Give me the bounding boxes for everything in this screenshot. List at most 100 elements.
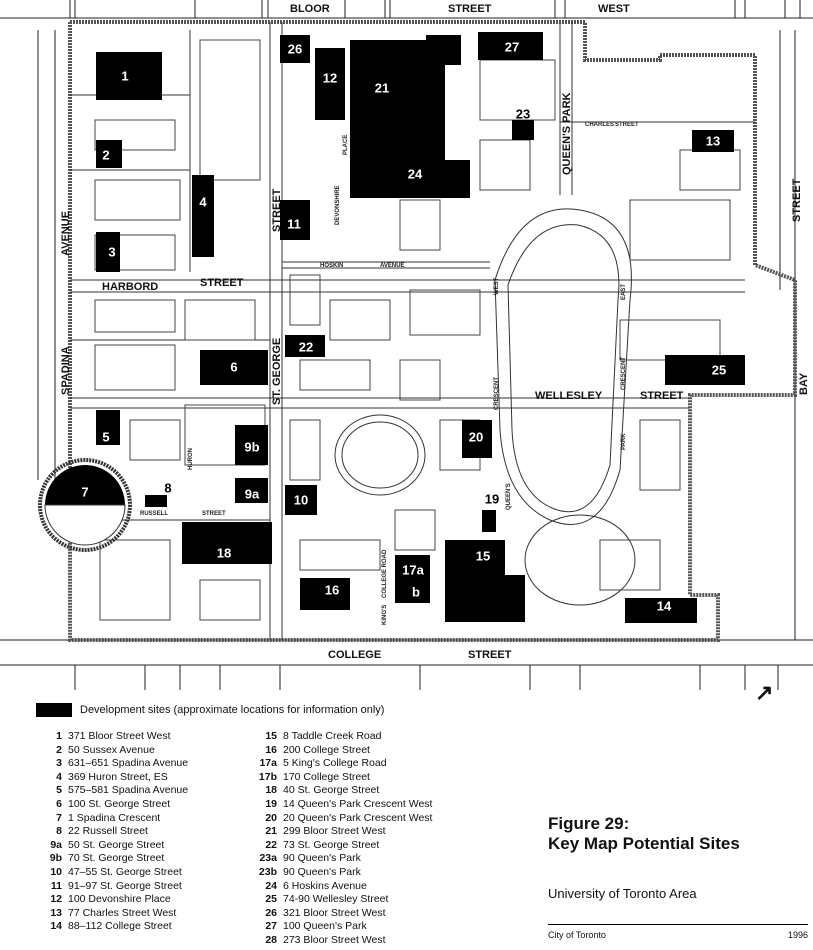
- site-label: 14: [657, 599, 672, 614]
- hoskin-label: HOSKIN: [320, 263, 343, 269]
- site-20-block: [462, 420, 492, 458]
- legend-heading: Development sites (approximate locations…: [80, 704, 385, 716]
- spadina-crescent: [38, 458, 132, 552]
- site-label: 23: [516, 107, 530, 122]
- legend-num: 14: [50, 920, 62, 933]
- legend-text: 90 Queen's Park: [283, 852, 361, 865]
- park-label: PARK: [621, 433, 627, 450]
- legend-item: 3 631–651 Spadina Avenue: [36, 757, 246, 771]
- legend-text: 40 St. George Street: [283, 784, 380, 797]
- figure-title-line-1: Figure 29:: [548, 814, 630, 833]
- site-10-block: [285, 485, 317, 515]
- site-label: 1: [121, 69, 128, 84]
- site-label: 15: [476, 549, 490, 564]
- site-label: 6: [230, 360, 237, 375]
- bay-street-label: STREET: [791, 178, 803, 222]
- legend-num: 25: [265, 893, 277, 906]
- legend-item: 23a 90 Queen's Park: [251, 852, 481, 866]
- site-27-block: [478, 32, 543, 60]
- charles-street-label: STREET: [615, 122, 639, 128]
- site-9a-block: [235, 478, 268, 503]
- crescent-west-label: CRESCENT: [494, 377, 500, 410]
- legend-text: 70 St. George Street: [68, 852, 165, 865]
- legend-item: 25 74-90 Wellesley Street: [251, 893, 481, 907]
- site-14-block: [625, 598, 697, 623]
- legend-num: 23a: [259, 852, 277, 865]
- legend-text: 73 St. George Street: [283, 838, 380, 851]
- legend-item: 8 22 Russell Street: [36, 825, 246, 839]
- legend-text: 631–651 Spadina Avenue: [68, 757, 189, 770]
- site-label: 4: [199, 195, 207, 210]
- st-george-street-label: STREET: [271, 188, 283, 232]
- site-label: 16: [325, 583, 339, 598]
- legend-text: 100 St. George Street: [68, 797, 171, 810]
- site-6-block: [200, 350, 268, 385]
- legend-num: 3: [56, 757, 62, 770]
- legend-num: 4: [56, 770, 62, 783]
- legend-text: 170 College Street: [283, 770, 370, 783]
- legend-num: 10: [50, 865, 62, 878]
- site-label: 2: [102, 148, 109, 163]
- legend-text: 273 Bloor Street West: [283, 933, 386, 946]
- legend-text: 77 Charles Street West: [68, 906, 177, 919]
- legend-text: 20 Queen's Park Crescent West: [283, 811, 433, 824]
- legend-num: 19: [265, 797, 277, 810]
- east-label: EAST: [621, 284, 627, 300]
- site-12-block: [315, 48, 345, 120]
- site-2-block: [96, 140, 122, 168]
- site-18-block: [182, 522, 272, 564]
- site-25-block: [665, 355, 745, 385]
- key-map: 1 2 3 4 5 6 7 8 9a 9b 10 11 12 13 14 15 …: [0, 0, 813, 690]
- footer-source: City of Toronto: [548, 930, 606, 940]
- north-arrow-icon: ↗: [755, 680, 774, 705]
- legend-text: 50 St. George Street: [68, 838, 165, 851]
- figure-caption: Figure 29: Key Map Potential Sites Unive…: [548, 814, 788, 901]
- site-label: 11: [287, 217, 301, 232]
- bay-label: BAY: [798, 372, 810, 395]
- site-label: 20: [469, 430, 483, 445]
- legend-num: 13: [50, 906, 62, 919]
- bloor-west-label: WEST: [598, 3, 630, 15]
- legend-text: 74-90 Wellesley Street: [283, 893, 389, 906]
- legend-num: 17b: [258, 770, 277, 783]
- legend-text: 100 Devonshire Place: [68, 893, 171, 906]
- devonshire-label: DEVONSHIRE: [335, 185, 341, 225]
- legend-text: 371 Bloor Street West: [68, 730, 171, 742]
- legend-text: 299 Bloor Street West: [283, 825, 386, 838]
- legend-num: 17a: [259, 757, 277, 770]
- site-3-block: [96, 232, 120, 272]
- legend-num: 8: [56, 825, 62, 838]
- site-label: 8: [164, 481, 171, 496]
- legend-text: 6 Hoskins Avenue: [283, 879, 367, 892]
- legend-num: 28: [265, 933, 277, 946]
- bloor-label: BLOOR: [290, 3, 330, 15]
- legend-swatch: [36, 703, 72, 717]
- legend-num: 26: [265, 906, 277, 919]
- site-13-block: [692, 130, 734, 152]
- site-label: 13: [706, 134, 720, 149]
- kings-label: KING'S: [382, 605, 388, 625]
- legend-text: 1 Spadina Crescent: [68, 811, 161, 824]
- spadina-label: SPADINA: [60, 346, 72, 395]
- site-23-block: [512, 120, 534, 140]
- legend-text: 22 Russell Street: [68, 825, 148, 838]
- russell-street-label: STREET: [202, 511, 226, 517]
- legend-text: 90 Queen's Park: [283, 865, 361, 878]
- site-label: 19: [485, 492, 499, 507]
